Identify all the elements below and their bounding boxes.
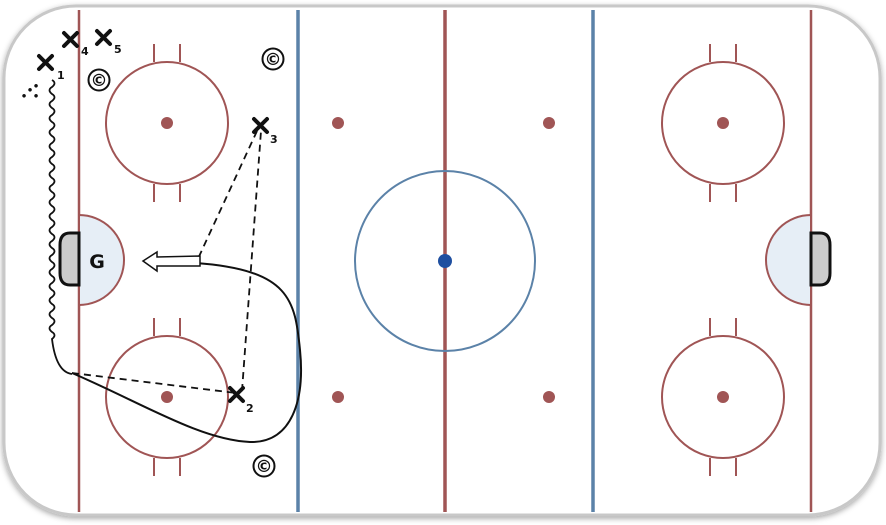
faceoff-dot-bottom-left	[161, 391, 173, 403]
shot-arrow	[141, 250, 201, 273]
center-faceoff-dot	[438, 254, 452, 268]
player-4-marker: 4	[62, 31, 89, 58]
player-3-number: 3	[270, 133, 278, 146]
faceoff-circle-bottom-left	[105, 318, 229, 476]
player-2-marker: 2	[228, 386, 254, 415]
goalie-label: G	[89, 251, 105, 273]
neutral-dot-top-right	[543, 117, 555, 129]
pass-line-2-to-3	[241, 130, 262, 392]
pass-line-1-to-2	[71, 372, 237, 394]
center-faceoff-circle	[354, 170, 536, 352]
player-4-number: 4	[81, 45, 89, 58]
coach-marker-bottom: ©	[252, 454, 276, 478]
pass-line-3-to-shot	[195, 130, 258, 264]
coach-marker-top: ©	[261, 47, 285, 71]
skate-path-1	[71, 262, 302, 444]
faceoff-dot-bottom-right	[717, 391, 729, 403]
coach-marker-top-left: ©	[87, 68, 111, 92]
neutral-dot-top-left	[332, 117, 344, 129]
puck-dots	[22, 84, 38, 98]
faceoff-circle-top-right	[661, 44, 785, 202]
right-goal-crease	[765, 213, 812, 307]
player-1-number: 1	[57, 69, 65, 82]
neutral-dot-bottom-left	[332, 391, 344, 403]
neutral-dot-bottom-right	[543, 391, 555, 403]
player-1-marker: 1	[37, 54, 65, 82]
faceoff-circle-top-left	[105, 44, 229, 202]
player-5-marker: 5	[95, 29, 122, 56]
right-net	[809, 231, 832, 287]
faceoff-dot-top-left	[161, 117, 173, 129]
left-goal-crease	[78, 213, 125, 307]
player-2-number: 2	[246, 402, 254, 415]
left-net	[58, 231, 81, 287]
puck-carry-wavy-path	[48, 79, 73, 375]
faceoff-circle-bottom-right	[661, 318, 785, 476]
coach-symbol: ©	[256, 457, 273, 477]
player-5-number: 5	[114, 43, 122, 56]
player-3-marker: 3	[252, 117, 278, 146]
coach-symbol: ©	[91, 71, 108, 91]
faceoff-dot-top-right	[717, 117, 729, 129]
coach-symbol: ©	[265, 50, 282, 70]
